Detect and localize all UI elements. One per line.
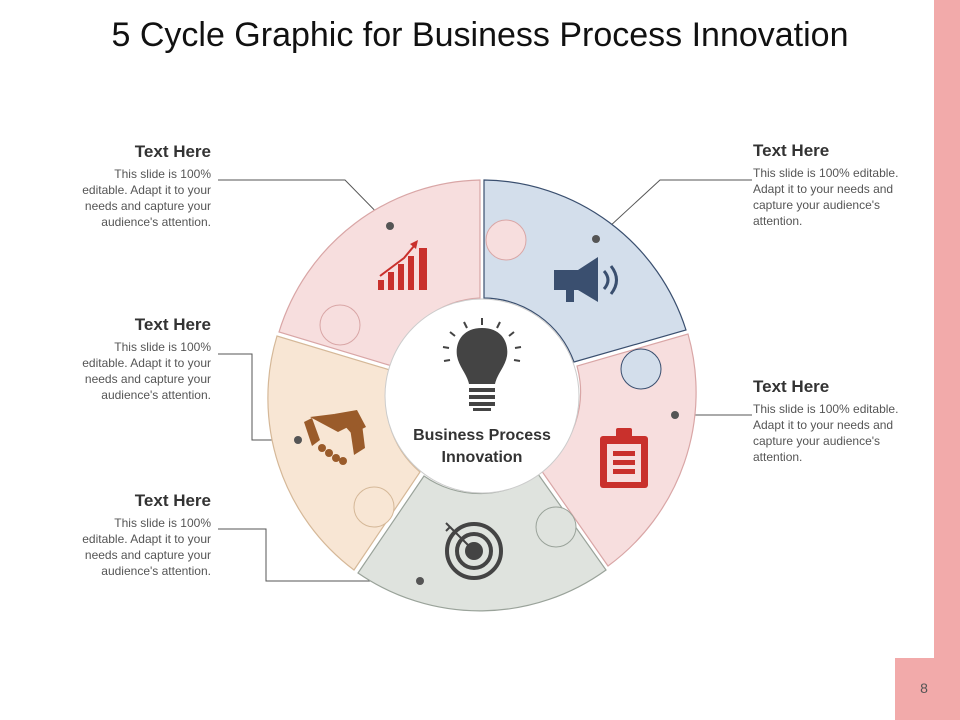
anchor-dot-top-right [592,235,600,243]
page-number: 8 [920,680,928,696]
label-heading: Text Here [753,377,830,396]
label-body: This slide is 100% editable. Adapt it to… [753,166,899,228]
label-body: This slide is 100% editable. Adapt it to… [753,402,899,464]
anchor-dot-bottom [416,577,424,585]
label-heading: Text Here [134,142,211,161]
side-accent-bar [934,0,960,720]
knob-right [620,348,662,390]
label-body: This slide is 100% editable. Adapt it to… [82,167,211,229]
knob-bottom-right [535,506,577,548]
connector-bottom-left [218,528,420,582]
anchor-dot-left [294,436,302,444]
label-mid-left: Text Here This slide is 100% editable. A… [0,315,211,403]
handshake-icon [304,410,366,465]
anchor-dot-top-left [386,222,394,230]
connector-top-right [595,179,752,240]
slide-title: 5 Cycle Graphic for Business Process Inn… [111,16,849,54]
anchor-dot-right [671,411,679,419]
label-body: This slide is 100% editable. Adapt it to… [82,340,211,402]
label-body: This slide is 100% editable. Adapt it to… [82,516,211,578]
label-heading: Text Here [753,141,830,160]
megaphone-icon [554,257,618,302]
label-heading: Text Here [134,491,211,510]
page-number-box [895,658,960,720]
center-label-line1: Business Process [413,427,551,444]
lightbulb-icon [442,318,522,411]
target-icon [445,522,503,580]
clipboard-icon [600,428,648,488]
label-bottom-left: Text Here This slide is 100% editable. A… [0,491,211,579]
knob-top-right [485,219,527,261]
label-heading: Text Here [134,315,211,334]
center-label-line2: Innovation [442,449,523,466]
knob-top-left [319,304,361,346]
knob-bottom-left [353,486,395,528]
label-top-right: Text Here This slide is 100% editable. A… [753,141,903,229]
label-top-left: Text Here This slide is 100% editable. A… [0,142,211,230]
bar-chart-icon [378,240,427,290]
label-right: Text Here This slide is 100% editable. A… [753,377,903,465]
